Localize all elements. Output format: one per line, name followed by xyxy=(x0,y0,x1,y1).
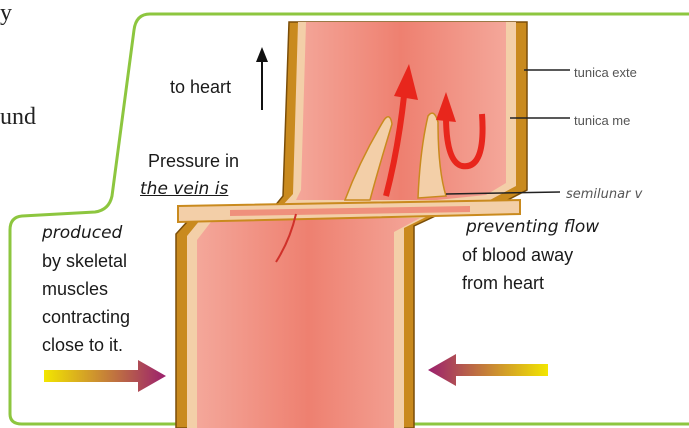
arrow-up-head xyxy=(256,47,268,62)
page-edge-text-mid: und xyxy=(0,104,36,131)
pressure-label-line1: Pressure in xyxy=(148,150,239,172)
preventing-flow-label: preventing flow xyxy=(466,216,599,238)
pressure-arrow-left-icon xyxy=(428,354,548,386)
produced-label: produced xyxy=(42,222,122,244)
pressure-arrow-right-icon xyxy=(44,360,166,392)
semilunar-valve-label: semilunar v xyxy=(566,184,642,206)
lower-vein-lumen xyxy=(197,218,420,428)
pressure-label-line2: the vein is xyxy=(140,178,228,200)
tunica-externa-label: tunica exte xyxy=(574,62,637,84)
tunica-media-label: tunica me xyxy=(574,110,630,132)
to-heart-label: to heart xyxy=(170,76,231,98)
skeletal-label-line3: contracting xyxy=(42,306,130,328)
blood-away-label: of blood away xyxy=(462,244,573,266)
from-heart-label: from heart xyxy=(462,272,544,294)
skeletal-label-line1: by skeletal xyxy=(42,250,127,272)
skeletal-label-line4: close to it. xyxy=(42,334,123,356)
page-edge-text-top: y xyxy=(0,0,12,27)
skeletal-label-line2: muscles xyxy=(42,278,108,300)
